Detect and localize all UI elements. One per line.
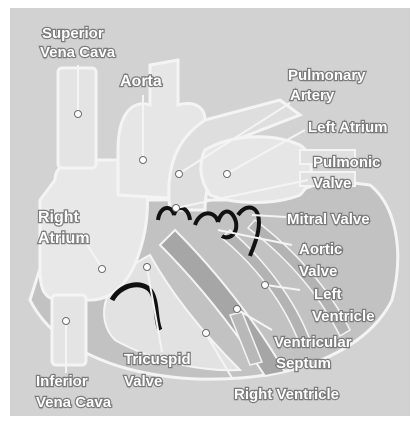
label-inferior-vena-cava-line1: Inferior (36, 373, 88, 390)
label-tricuspid-valve-line1: Tricuspid (124, 351, 191, 368)
label-aortic-valve-line1: Aortic (299, 241, 342, 258)
label-pulmonary-artery-line1: Pulmonary (288, 67, 366, 84)
label-mitral-valve: Mitral Valve (287, 211, 370, 228)
label-aorta: Aorta (120, 73, 162, 90)
label-left-atrium: Left Atrium (308, 119, 387, 136)
dot-right-ventricle (203, 330, 210, 337)
dot-pulmonic-valve (173, 205, 180, 212)
dot-left-ventricle (262, 282, 269, 289)
dot-aorta (140, 157, 147, 164)
label-left-ventricle-line1: Left (314, 286, 342, 303)
left-atrium-shape (201, 137, 311, 203)
label-pulmonic-valve-line1: Pulmonic (313, 154, 381, 171)
inferior-vena-cava-shape (52, 295, 86, 365)
dot-svc (75, 111, 82, 118)
label-aortic-valve-line2: Valve (299, 263, 337, 280)
label-superior-vena-cava-line1: Superior (42, 25, 104, 42)
label-ventricular-septum-line2: Septum (276, 355, 331, 372)
label-tricuspid-valve-line2: Valve (124, 373, 162, 390)
dot-septum (234, 306, 241, 313)
label-pulmonary-artery-line2: Artery (290, 87, 335, 104)
label-inferior-vena-cava-line2: Vena Cava (36, 394, 112, 411)
label-superior-vena-cava-line2: Vena Cava (40, 44, 116, 61)
label-right-ventricle: Right Ventricle (234, 386, 339, 403)
label-right-atrium-line1: Right (38, 209, 80, 226)
label-ventricular-septum-line1: Ventricular (274, 334, 352, 351)
dot-right-atrium (99, 266, 106, 273)
label-left-ventricle-line2: Ventricle (312, 308, 375, 325)
dot-tricuspid (144, 264, 151, 271)
dot-ivc (63, 318, 70, 325)
dot-pulmonary-artery (176, 171, 183, 178)
label-right-atrium-line2: Atrium (38, 230, 90, 247)
dot-left-atrium (224, 171, 231, 178)
label-pulmonic-valve-line2: Valve (313, 175, 351, 192)
